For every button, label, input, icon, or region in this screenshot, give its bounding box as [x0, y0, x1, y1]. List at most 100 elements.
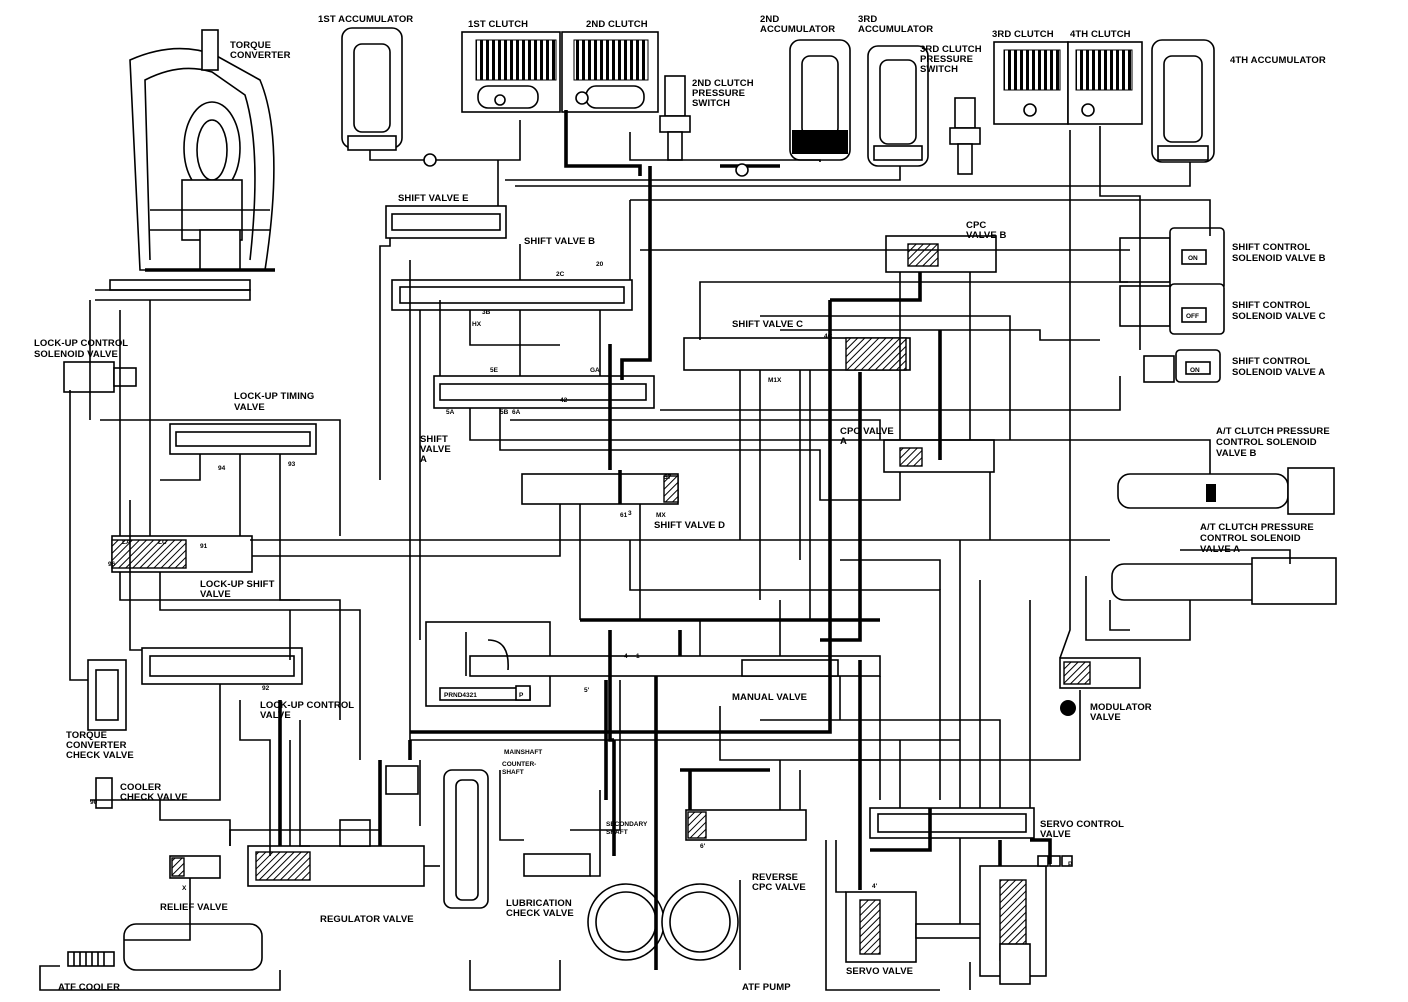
port-code: 94 — [218, 465, 226, 472]
port-code: 6' — [700, 843, 706, 850]
port-code: 6A — [512, 409, 521, 416]
servo-position-indicator — [1037, 855, 1073, 867]
label-shift-solenoid-b-2: SOLENOID VALVE B — [1232, 253, 1326, 264]
label-shift-valve-e: SHIFT VALVE E — [398, 193, 469, 204]
port-code: LA — [122, 539, 131, 546]
label-modulator-2: VALVE — [1090, 712, 1121, 723]
label-tc-check-2: CONVERTER — [66, 740, 127, 751]
port-codes: 57 3 20 3B 5B 61 2C MX M1X 5A 5E 42 4C L… — [90, 261, 1073, 892]
label-tc-check-3: CHECK VALVE — [66, 750, 134, 761]
label-tc-check-1: TORQUE — [66, 730, 107, 741]
label-cpc-valve-a-2: A — [840, 436, 847, 447]
label-2nd-pressure-switch-2: PRESSURE — [692, 88, 745, 99]
label-shift-valve-d: SHIFT VALVE D — [654, 520, 725, 531]
label-lockup-shift-2: VALVE — [200, 589, 231, 600]
label-2nd-pressure-switch-3: SWITCH — [692, 98, 730, 109]
label-shift-valve-a-2: VALVE — [420, 444, 451, 455]
label-reverse-cpc-1: REVERSE — [752, 872, 798, 883]
label-relief-valve: RELIEF VALVE — [160, 902, 228, 913]
label-3rd-pressure-switch-2: PRESSURE — [920, 54, 973, 65]
third-clutch-pressure-switch — [949, 97, 981, 175]
solenoid-c-state: OFF — [1186, 313, 1199, 320]
relief-valve — [169, 855, 221, 879]
port-code: 96 — [108, 561, 116, 568]
port-code: 42 — [560, 397, 568, 404]
atf-sump — [123, 923, 263, 971]
label-lockup-shift-1: LOCK-UP SHIFT — [200, 579, 275, 590]
label-2nd-pressure-switch-1: 2ND CLUTCH — [692, 78, 754, 89]
port-code: X — [182, 885, 187, 892]
check-balls — [423, 91, 1095, 177]
port-code: 57 — [664, 474, 672, 481]
label-third-accumulator-1: 3RD — [858, 14, 877, 25]
label-cpc-valve-a-1: CPC VALVE — [840, 426, 894, 437]
shift-valve-c — [683, 337, 911, 371]
atf-cooler — [67, 951, 115, 967]
label-lockup-timing-1: LOCK-UP TIMING — [234, 391, 314, 402]
label-shift-solenoid-a-2: SOLENOID VALVE A — [1232, 367, 1325, 378]
reverse-cpc-valve — [685, 809, 807, 841]
label-shift-solenoid-b-1: SHIFT CONTROL — [1232, 242, 1310, 253]
first-accumulator — [341, 27, 403, 151]
component-labels: TORQUE CONVERTER 1ST ACCUMULATOR 1ST CLU… — [34, 14, 1330, 993]
label-at-pressure-a-3: VALVE A — [1200, 544, 1240, 555]
torque-converter-check-valve — [87, 659, 127, 731]
label-first-clutch: 1ST CLUTCH — [468, 19, 528, 30]
high-pressure-lines — [278, 110, 1052, 970]
atf-pump — [587, 883, 739, 961]
port-code: 20 — [596, 261, 604, 268]
lockup-shift-valve — [111, 535, 253, 573]
label-lube-check-2: CHECK VALVE — [506, 908, 574, 919]
lockup-control-solenoid — [63, 361, 137, 393]
label-secondary-shaft-2: SHAFT — [606, 829, 628, 836]
port-code: 4' — [872, 883, 878, 890]
port-code: 2C — [556, 271, 565, 278]
label-servo-control-2: VALVE — [1040, 829, 1071, 840]
label-fourth-clutch: 4TH CLUTCH — [1070, 29, 1131, 40]
port-code: 3B — [482, 309, 491, 316]
fourth-accumulator — [1151, 39, 1215, 163]
lubrication-check-valve — [523, 853, 591, 877]
hydraulic-lines — [39, 120, 1291, 991]
cpc-valve-b — [885, 235, 997, 273]
port-code: 5A — [446, 409, 455, 416]
label-countershaft-1: COUNTER- — [502, 761, 536, 768]
label-shift-solenoid-c-1: SHIFT CONTROL — [1232, 300, 1310, 311]
servo-valve — [845, 865, 1047, 985]
port-code: 5' — [584, 687, 590, 694]
servo-control-valve — [869, 807, 1035, 839]
port-code: 4C — [824, 333, 833, 340]
label-cpc-valve-b-1: CPC — [966, 220, 986, 231]
label-lube-check-1: LUBRICATION — [506, 898, 572, 909]
label-third-clutch: 3RD CLUTCH — [992, 29, 1054, 40]
modulator-valve — [1059, 657, 1141, 716]
label-second-accumulator-2: ACCUMULATOR — [760, 24, 835, 35]
label-shift-valve-a-1: SHIFT — [420, 434, 448, 445]
port-code: 4 — [624, 653, 628, 660]
label-at-pressure-b-1: A/T CLUTCH PRESSURE — [1216, 426, 1330, 437]
label-torque-converter-2: CONVERTER — [230, 50, 291, 61]
label-servo-control-1: SERVO CONTROL — [1040, 819, 1124, 830]
port-code: HX — [472, 321, 482, 328]
label-cpc-valve-b-2: VALVE B — [966, 230, 1007, 241]
second-clutch — [561, 31, 659, 113]
cooler-check-valve — [95, 777, 113, 809]
label-cooler-check-1: COOLER — [120, 782, 161, 793]
fourth-clutch — [1067, 41, 1143, 125]
port-code: 92 — [262, 685, 270, 692]
label-servo-valve: SERVO VALVE — [846, 966, 913, 977]
port-code: 5B — [500, 409, 509, 416]
port-code: MX — [656, 512, 666, 519]
first-clutch — [461, 31, 561, 113]
label-atf-cooler: ATF COOLER — [58, 982, 120, 993]
second-accumulator — [789, 39, 851, 161]
shift-valve-d — [521, 473, 679, 505]
label-mainshaft: MAINSHAFT — [504, 749, 542, 756]
port-code: GA — [590, 367, 600, 374]
shift-valve-a — [433, 375, 655, 409]
label-manual-valve: MANUAL VALVE — [732, 692, 807, 703]
label-at-pressure-b-2: CONTROL SOLENOID — [1216, 437, 1317, 448]
at-clutch-pressure-solenoid-b — [1117, 467, 1335, 515]
label-shift-solenoid-a-1: SHIFT CONTROL — [1232, 356, 1310, 367]
shift-valve-b — [391, 279, 633, 311]
